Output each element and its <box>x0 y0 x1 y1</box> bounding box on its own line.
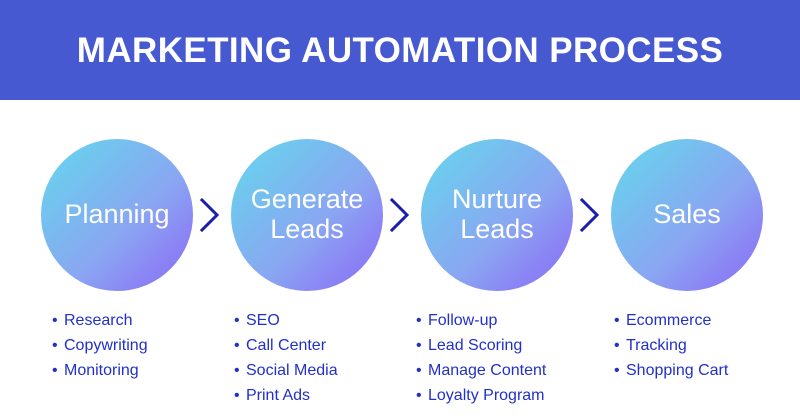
bullet-dot-icon: • <box>416 387 422 404</box>
bullet-dot-icon: • <box>614 362 620 379</box>
header-banner: MARKETING AUTOMATION PROCESS <box>0 0 800 100</box>
bullet-dot-icon: • <box>234 337 240 354</box>
list-item: • Tracking <box>614 337 728 362</box>
list-item-label: Copywriting <box>64 337 148 354</box>
bullet-dot-icon: • <box>234 312 240 329</box>
stage-label: Sales <box>653 199 721 230</box>
list-item: • SEO <box>234 312 338 337</box>
bullet-dot-icon: • <box>614 337 620 354</box>
bullet-dot-icon: • <box>416 362 422 379</box>
list-item-label: Manage Content <box>428 362 547 379</box>
list-item: • Loyalty Program <box>416 387 546 412</box>
bullet-dot-icon: • <box>416 337 422 354</box>
list-item: • Manage Content <box>416 362 546 387</box>
list-item-label: Shopping Cart <box>626 362 729 379</box>
bullet-dot-icon: • <box>416 312 422 329</box>
stage-circle-planning[interactable]: Planning <box>41 139 193 291</box>
list-item-label: Ecommerce <box>626 312 712 329</box>
list-item: • Lead Scoring <box>416 337 546 362</box>
bullet-list-planning: • Research • Copywriting • Monitoring <box>52 312 148 387</box>
chevron-right-icon <box>389 197 410 233</box>
list-item-label: SEO <box>246 312 280 329</box>
stage-circle-sales[interactable]: Sales <box>611 139 763 291</box>
stage-details-row: • Research • Copywriting • Monitoring • SEO • Ca… <box>0 312 800 416</box>
list-item-label: Loyalty Program <box>428 387 545 404</box>
list-item: • Shopping Cart <box>614 362 728 387</box>
list-item-label: Social Media <box>246 362 338 379</box>
page-title: MARKETING AUTOMATION PROCESS <box>76 30 724 70</box>
bullet-dot-icon: • <box>52 312 58 329</box>
bullet-list-sales: • Ecommerce • Tracking • Shopping Cart <box>614 312 728 387</box>
list-item: • Monitoring <box>52 362 148 387</box>
bullet-dot-icon: • <box>234 362 240 379</box>
list-item-label: Print Ads <box>246 387 311 404</box>
stage-circle-generate-leads[interactable]: Generate Leads <box>231 139 383 291</box>
list-item: • Ecommerce <box>614 312 728 337</box>
list-item-label: Tracking <box>626 337 687 354</box>
bullet-dot-icon: • <box>52 362 58 379</box>
list-item-label: Follow-up <box>428 312 498 329</box>
list-item: • Print Ads <box>234 387 338 412</box>
bullet-list-generate-leads: • SEO • Call Center • Social Media • Print Ads <box>234 312 338 412</box>
stage-label: Nurture Leads <box>451 184 543 244</box>
stage-label: Generate Leads <box>250 184 364 244</box>
list-item-label: Lead Scoring <box>428 337 523 354</box>
stage-circle-nurture-leads[interactable]: Nurture Leads <box>421 139 573 291</box>
bullet-list-nurture-leads: • Follow-up • Lead Scoring • Manage Content • L… <box>416 312 546 412</box>
chevron-right-icon <box>199 197 220 233</box>
list-item-label: Research <box>64 312 133 329</box>
bullet-dot-icon: • <box>614 312 620 329</box>
list-item: • Copywriting <box>52 337 148 362</box>
stage-label: Planning <box>64 199 170 230</box>
chevron-right-icon <box>579 197 600 233</box>
list-item: • Research <box>52 312 148 337</box>
bullet-dot-icon: • <box>52 337 58 354</box>
list-item-label: Call Center <box>246 337 327 354</box>
bullet-dot-icon: • <box>234 387 240 404</box>
list-item: • Call Center <box>234 337 338 362</box>
list-item-label: Monitoring <box>64 362 139 379</box>
list-item: • Follow-up <box>416 312 546 337</box>
list-item: • Social Media <box>234 362 338 387</box>
process-flow-row: Planning Generate Leads Nurture Leads Sa… <box>0 139 800 291</box>
